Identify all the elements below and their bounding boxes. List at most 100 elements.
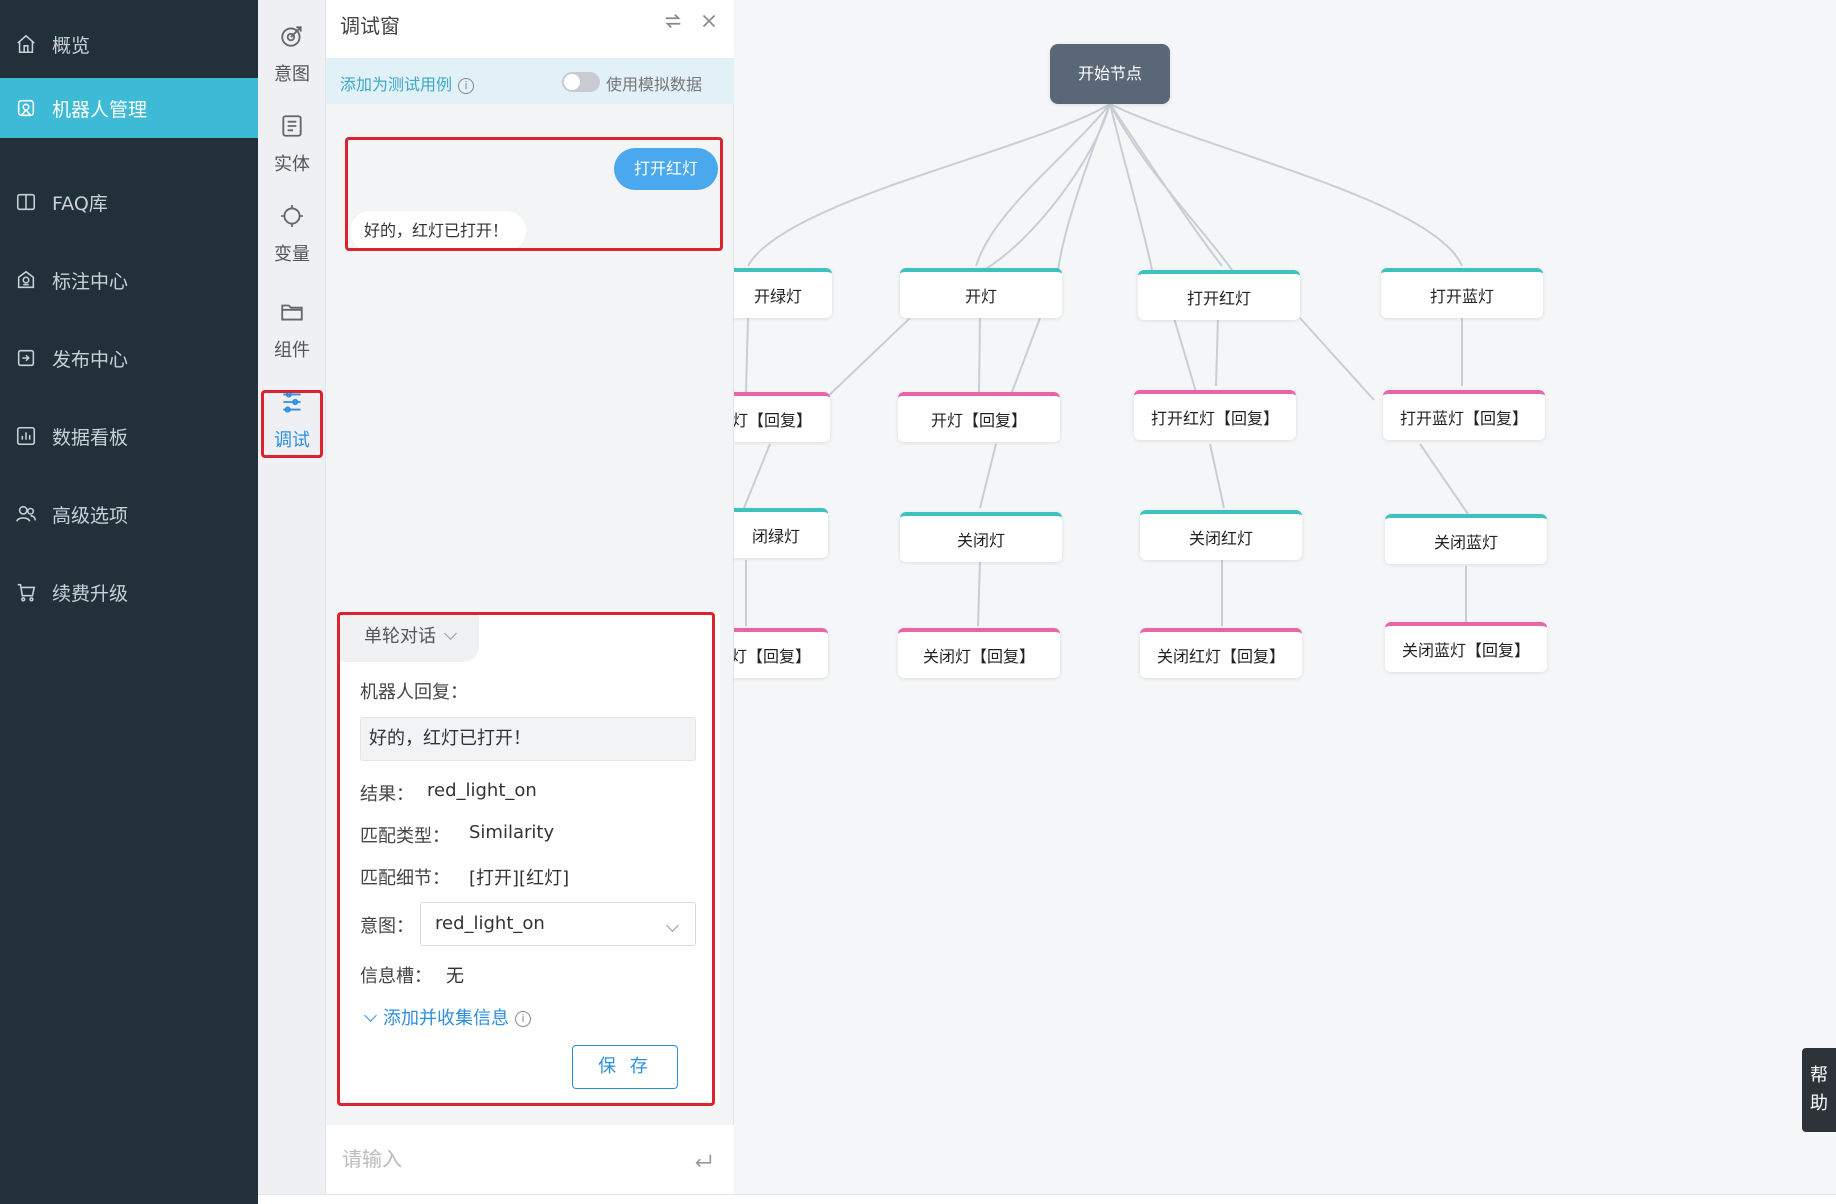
message-input[interactable] — [342, 1139, 682, 1179]
rail-item-debug[interactable]: 调试 — [258, 380, 326, 460]
tool-rail: 意图 实体 变量 组件 调试 — [258, 0, 326, 1204]
toggle-knob — [564, 74, 580, 90]
result-label: 结果： — [360, 784, 414, 805]
crosshair-icon — [279, 203, 305, 240]
sliders-icon — [279, 389, 305, 426]
user-message-bubble: 打开红灯 — [613, 148, 718, 190]
add-test-case-link[interactable]: 添加为测试用例 i — [340, 71, 475, 95]
flow-node[interactable]: 打开红灯 — [1138, 270, 1300, 320]
chevron-down-icon — [364, 1009, 377, 1022]
rail-item-label: 组件 — [274, 339, 310, 361]
rail-item-entity[interactable]: 实体 — [258, 104, 326, 184]
sidebar-item-dashboard[interactable]: 数据看板 — [0, 406, 258, 466]
reply-value-field: 好的，红灯已打开！ — [360, 717, 696, 761]
sidebar-item-overview[interactable]: 概览 — [0, 14, 258, 74]
target-icon — [279, 23, 305, 60]
cart-icon — [14, 580, 38, 604]
flow-node[interactable]: 关闭蓝灯【回复】 — [1385, 622, 1547, 672]
flow-canvas[interactable]: 开始节点 开绿灯 开灯 打开红灯 打开蓝灯 灯【回复】 开灯【回复】 打开红灯【… — [734, 0, 1836, 1194]
sidebar-item-renew[interactable]: 续费升级 — [0, 562, 258, 622]
info-icon: i — [458, 77, 475, 94]
rail-item-component[interactable]: 组件 — [258, 290, 326, 370]
rail-item-label: 意图 — [274, 63, 310, 85]
flow-node[interactable]: 关闭蓝灯 — [1385, 514, 1547, 564]
rail-item-intent[interactable]: 意图 — [258, 14, 326, 94]
rail-item-label: 调试 — [274, 429, 310, 451]
sidebar-item-faq[interactable]: FAQ库 — [0, 172, 258, 232]
flow-node[interactable]: 开灯 — [900, 268, 1062, 318]
bottom-border — [258, 1194, 1836, 1204]
message-input-bar — [326, 1125, 734, 1194]
enter-icon[interactable] — [692, 1151, 714, 1171]
mock-data-label: 使用模拟数据 — [606, 75, 703, 94]
flow-node[interactable]: 关闭红灯【回复】 — [1140, 628, 1302, 678]
reply-label: 机器人回复： — [360, 682, 468, 703]
flow-node[interactable]: 关闭灯 — [900, 512, 1062, 562]
sidebar-item-label: FAQ库 — [52, 192, 108, 215]
help-button[interactable]: 帮助 — [1802, 1048, 1836, 1132]
mode-dropdown[interactable]: 单轮对话 — [340, 612, 479, 662]
tag-icon — [14, 268, 38, 292]
chat-area: 打开红灯 好的，红灯已打开！ — [326, 104, 734, 609]
folder-icon — [279, 299, 305, 336]
close-icon[interactable] — [698, 10, 720, 32]
match-detail-value: [打开][红灯] — [469, 868, 570, 889]
users-icon — [14, 502, 38, 526]
sidebar-item-label: 数据看板 — [52, 426, 129, 449]
publish-icon — [14, 346, 38, 370]
debug-panel-title: 调试窗 — [340, 14, 400, 38]
chart-icon — [14, 424, 38, 448]
info-icon: i — [515, 1011, 531, 1027]
flow-node[interactable]: 开绿灯 — [734, 268, 832, 318]
flow-node[interactable]: 打开蓝灯 — [1381, 268, 1543, 318]
intent-select[interactable]: red_light_on — [420, 902, 696, 946]
intent-select-value: red_light_on — [435, 913, 545, 934]
sidebar-item-label: 高级选项 — [52, 504, 129, 527]
sidebar-item-label: 概览 — [52, 34, 91, 57]
rail-item-variable[interactable]: 变量 — [258, 194, 326, 274]
save-button[interactable]: 保 存 — [572, 1045, 678, 1089]
flow-node[interactable]: 打开蓝灯【回复】 — [1383, 390, 1545, 440]
flow-node-start[interactable]: 开始节点 — [1050, 44, 1170, 104]
sidebar-item-advanced[interactable]: 高级选项 — [0, 484, 258, 544]
flow-edges — [743, 103, 1469, 627]
sidebar-item-label: 发布中心 — [52, 348, 129, 371]
chevron-down-icon — [444, 627, 457, 640]
sidebar-item-label: 标注中心 — [52, 270, 129, 293]
book-icon — [14, 190, 38, 214]
flow-node[interactable]: 闭绿灯 — [734, 508, 828, 558]
sidebar-item-robot-management[interactable]: 机器人管理 — [0, 78, 258, 138]
flow-node[interactable]: 打开红灯【回复】 — [1134, 390, 1296, 440]
sidebar: 概览 机器人管理 FAQ库 标注中心 发布中心 数据看板 高级选项 续费升级 — [0, 0, 258, 1204]
robot-icon — [14, 96, 38, 120]
sidebar-item-publish[interactable]: 发布中心 — [0, 328, 258, 388]
result-value: red_light_on — [427, 780, 537, 801]
flow-node[interactable]: 灯【回复】 — [734, 628, 828, 678]
slot-value: 无 — [446, 966, 464, 987]
home-icon — [14, 32, 38, 56]
chevron-down-icon — [666, 919, 679, 932]
intent-label: 意图： — [360, 916, 414, 937]
mock-data-toggle[interactable] — [562, 72, 600, 92]
add-collect-info-link[interactable]: 添加并收集信息 i — [364, 1004, 531, 1030]
sidebar-item-annotation[interactable]: 标注中心 — [0, 250, 258, 310]
flow-node[interactable]: 关闭红灯 — [1140, 510, 1302, 560]
add-test-case-label: 添加为测试用例 — [340, 75, 453, 94]
rail-item-label: 实体 — [274, 153, 310, 175]
document-icon — [279, 113, 305, 150]
match-detail-label: 匹配细节： — [360, 868, 450, 889]
flow-node[interactable]: 关闭灯【回复】 — [898, 628, 1060, 678]
flow-node[interactable]: 灯【回复】 — [734, 392, 830, 442]
match-type-label: 匹配类型： — [360, 826, 450, 847]
match-type-value: Similarity — [469, 822, 555, 843]
mode-label: 单轮对话 — [364, 626, 436, 647]
flow-node[interactable]: 开灯【回复】 — [898, 392, 1060, 442]
debug-panel: 调试窗 添加为测试用例 i 使用模拟数据 打开红灯 好的，红灯已打开！ 单轮对话 … — [326, 0, 734, 1194]
result-detail-card: 单轮对话 机器人回复： 好的，红灯已打开！ 结果： red_light_on 匹… — [340, 612, 720, 1102]
refresh-icon[interactable] — [662, 10, 684, 32]
sidebar-item-label: 续费升级 — [52, 582, 129, 605]
add-collect-info-label: 添加并收集信息 — [383, 1008, 509, 1029]
sidebar-item-label: 机器人管理 — [52, 98, 148, 121]
slot-label: 信息槽： — [360, 966, 432, 987]
bot-message-bubble: 好的，红灯已打开！ — [350, 211, 527, 251]
